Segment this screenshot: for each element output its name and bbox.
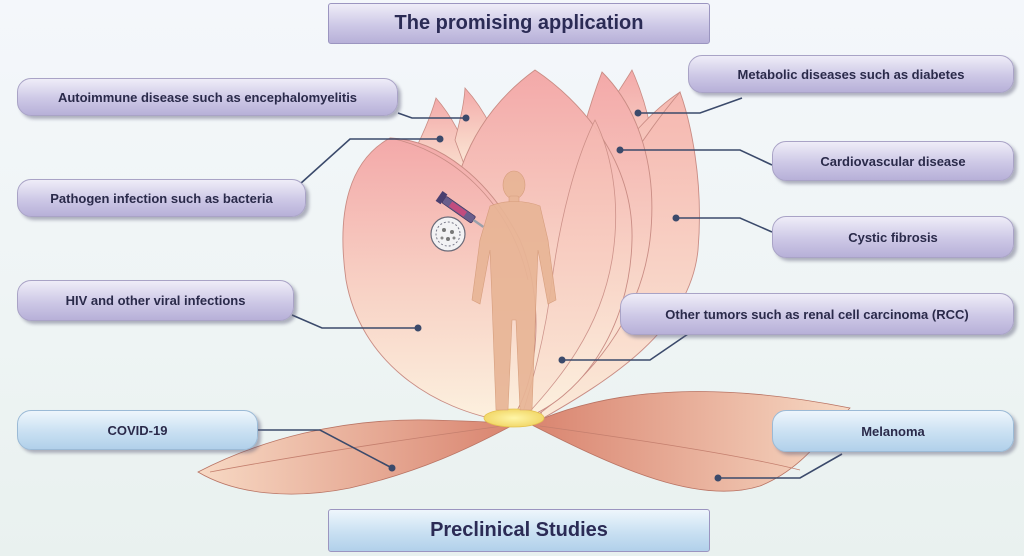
- connector-melanoma: [718, 453, 843, 479]
- label-cardio-text: Cardiovascular disease: [820, 153, 966, 169]
- connector-dots: [388, 109, 722, 482]
- connector-metabolic: [638, 97, 743, 114]
- label-hiv-text: HIV and other viral infections: [65, 293, 246, 308]
- label-autoimmune-text: Autoimmune disease such as encephalomyel…: [57, 89, 358, 105]
- label-cystic: Cystic fibrosis: [772, 216, 1014, 258]
- page-title: The promising application: [328, 3, 710, 44]
- label-cystic-text: Cystic fibrosis: [848, 229, 938, 245]
- label-metabolic: Metabolic diseases such as diabetes: [688, 55, 1014, 93]
- cell-icon: [430, 216, 466, 252]
- label-cardio: Cardiovascular disease: [772, 141, 1014, 181]
- flower-base: [483, 408, 545, 428]
- label-pathogen-text: Pathogen infection such as bacteria: [50, 190, 273, 206]
- connector-cardio: [620, 149, 773, 166]
- right-leaf-vein: [539, 425, 801, 471]
- page-title-text: The promising application: [394, 12, 644, 34]
- label-hiv: HIV and other viral infections: [17, 280, 294, 321]
- connector-covid: [258, 429, 393, 469]
- label-tumors-text: Other tumors such as renal cell carcinom…: [665, 306, 969, 322]
- label-covid: COVID-19: [17, 410, 258, 450]
- label-metabolic-text: Metabolic diseases such as diabetes: [737, 66, 965, 82]
- connector-pathogen: [299, 138, 440, 185]
- petal-right-front: [519, 119, 617, 423]
- label-melanoma-text: Melanoma: [861, 423, 925, 439]
- label-melanoma: Melanoma: [772, 410, 1014, 452]
- label-covid-text: COVID-19: [107, 422, 168, 438]
- label-autoimmune: Autoimmune disease such as encephalomyel…: [17, 78, 398, 116]
- connector-lines: [258, 97, 843, 479]
- footer-title: Preclinical Studies: [328, 509, 710, 552]
- label-tumors: Other tumors such as renal cell carcinom…: [620, 293, 1014, 335]
- footer-title-text: Preclinical Studies: [430, 519, 608, 541]
- connector-cystic: [676, 217, 773, 233]
- label-pathogen: Pathogen infection such as bacteria: [17, 179, 306, 217]
- connector-hiv: [291, 314, 418, 329]
- human-figure-icon: [471, 170, 557, 411]
- connector-autoimmune: [397, 112, 466, 119]
- connector-tumors: [562, 333, 689, 361]
- syringe-icon: [435, 191, 484, 228]
